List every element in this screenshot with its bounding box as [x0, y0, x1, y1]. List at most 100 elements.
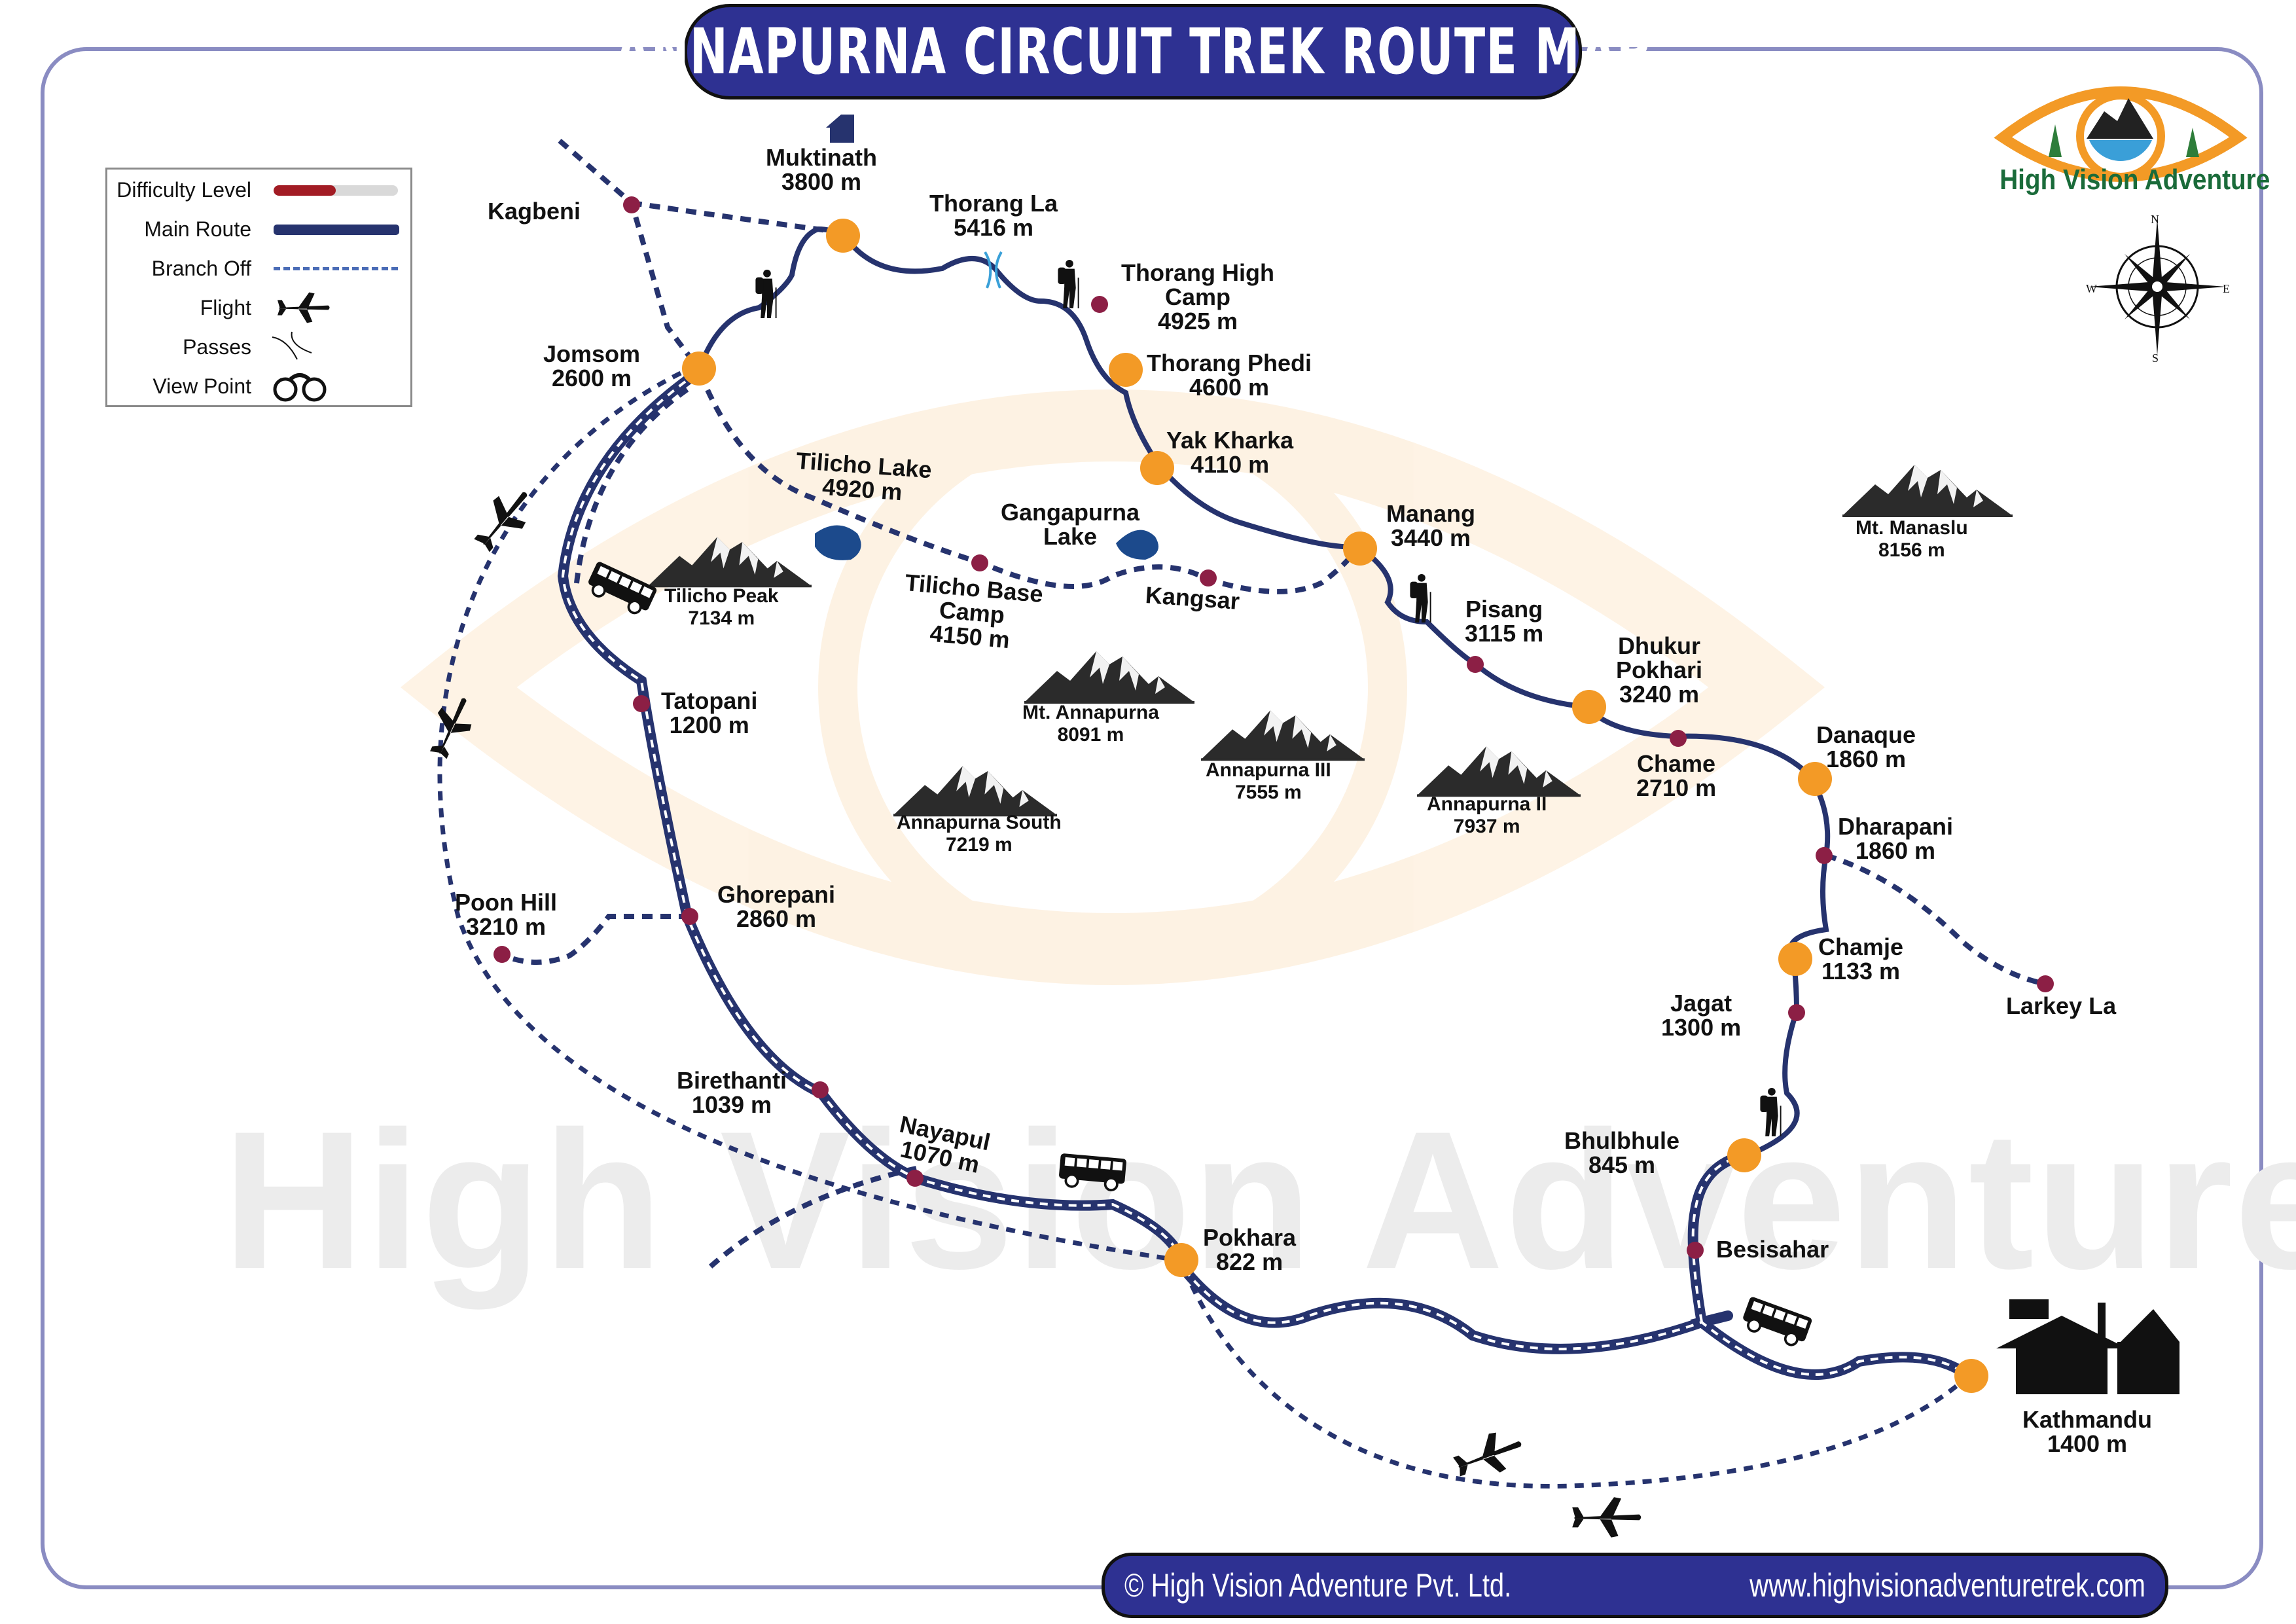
legend-label: View Point	[152, 374, 251, 398]
stop-jagat[interactable]	[1788, 1004, 1805, 1021]
stop-kagbeni[interactable]	[623, 196, 640, 213]
page-title: ANNAPURNA CIRCUIT TREK ROUTE MAP	[615, 15, 1651, 88]
stop-thorang-phedi[interactable]	[1109, 353, 1143, 387]
bus-icon	[1056, 1151, 1128, 1193]
muktinath-temple-icon	[826, 115, 854, 143]
brand-name: High Vision Adventure	[2000, 164, 2270, 196]
legend-item-difficulty: Difficulty Level	[107, 173, 408, 206]
stop-kangsar[interactable]	[1200, 569, 1217, 586]
legend-label: Flight	[200, 296, 251, 319]
difficulty-bar	[271, 173, 402, 206]
copyright-text: © High Vision Adventure Pvt. Ltd.	[1124, 1567, 1512, 1604]
stop-manang[interactable]	[1343, 532, 1377, 566]
stop-birethanti[interactable]	[812, 1081, 829, 1098]
road-routes	[557, 369, 1970, 1380]
mountain-icon-mt-manaslu	[1842, 465, 2013, 517]
major-stops	[682, 219, 1988, 1393]
mountain-icon-annapurna-south	[893, 766, 1057, 817]
stop-jomsom[interactable]	[682, 352, 716, 386]
pass-icon	[271, 331, 402, 363]
stop-nayapul[interactable]	[906, 1170, 924, 1187]
brand-watermark: High Vision Adventure	[223, 1090, 2296, 1310]
solid-line-icon	[271, 213, 402, 245]
place-label-larkey-la: Larkey La	[2006, 992, 2117, 1019]
minor-stops	[493, 196, 2054, 1259]
airplane-icon	[271, 291, 402, 324]
stop-chame[interactable]	[1670, 730, 1687, 747]
stop-tilicho-base-camp[interactable]	[971, 554, 988, 571]
legend-item-passes: Passes	[107, 331, 408, 363]
stop-tatopani[interactable]	[633, 695, 650, 712]
stop-yak-kharka[interactable]	[1140, 451, 1174, 485]
legend-item-view-point: View Point	[107, 370, 408, 403]
mountain-icon-mt-annapurna	[1024, 651, 1194, 704]
title-banner: ANNAPURNA CIRCUIT TREK ROUTE MAP	[615, 4, 1650, 99]
compass-north-label: N	[2151, 213, 2159, 226]
website-link[interactable]: www.highvisionadventuretrek.com	[1749, 1567, 2145, 1604]
compass-west-label: W	[2086, 282, 2097, 295]
gangapurna-lake-shape	[1116, 530, 1158, 560]
stop-pokhara[interactable]	[1164, 1243, 1198, 1277]
stop-kathmandu[interactable]	[1954, 1359, 1988, 1393]
mountain-icon-annapurna-iii	[1201, 710, 1365, 761]
eye-mountain-logo	[1994, 86, 2248, 182]
stop-thorang-high-camp[interactable]	[1091, 296, 1108, 313]
stop-bhulbhule[interactable]	[1727, 1138, 1761, 1172]
stop-pisang[interactable]	[1467, 656, 1484, 673]
place-label-gangapurna-lake: Gangapurna Lake	[1000, 499, 1140, 550]
legend-item-main-route: Main Route	[107, 213, 408, 245]
stop-dhukur-pokhari[interactable]	[1572, 690, 1606, 724]
footer-banner: © High Vision Adventure Pvt. Ltd. www.hi…	[1102, 1553, 2168, 1618]
hiker-icon	[1057, 259, 1079, 310]
bus-icon	[1738, 1295, 1814, 1351]
airplane-icon	[1449, 1424, 1528, 1487]
flight-path-jomsom-pokhara	[437, 370, 1179, 1263]
pass-icon	[984, 251, 1003, 289]
place-label-kagbeni: Kagbeni	[488, 198, 581, 225]
difficulty-bar-fill	[274, 185, 336, 196]
stop-danaque[interactable]	[1798, 762, 1832, 796]
tilicho-lake-shape	[815, 525, 861, 560]
hiker-icon	[1759, 1087, 1782, 1138]
dashed-line-icon	[271, 252, 402, 285]
compass-rose-icon	[2089, 218, 2226, 355]
stop-dharapani[interactable]	[1816, 847, 1833, 864]
stop-besisahar[interactable]	[1687, 1242, 1704, 1259]
stop-poon-hill[interactable]	[493, 946, 511, 963]
branch-routes	[503, 138, 2046, 1272]
place-label-kangsar: Kangsar	[1144, 581, 1241, 615]
legend-label: Main Route	[144, 217, 251, 241]
stop-larkey-la[interactable]	[2037, 975, 2054, 992]
stop-chamje[interactable]	[1778, 942, 1812, 976]
hiker-icon	[755, 268, 777, 319]
stop-ghorepani[interactable]	[681, 908, 698, 925]
mountain-icon-annapurna-ii	[1417, 746, 1581, 797]
legend-label: Passes	[183, 335, 251, 359]
stop-muktinath[interactable]	[826, 219, 860, 253]
